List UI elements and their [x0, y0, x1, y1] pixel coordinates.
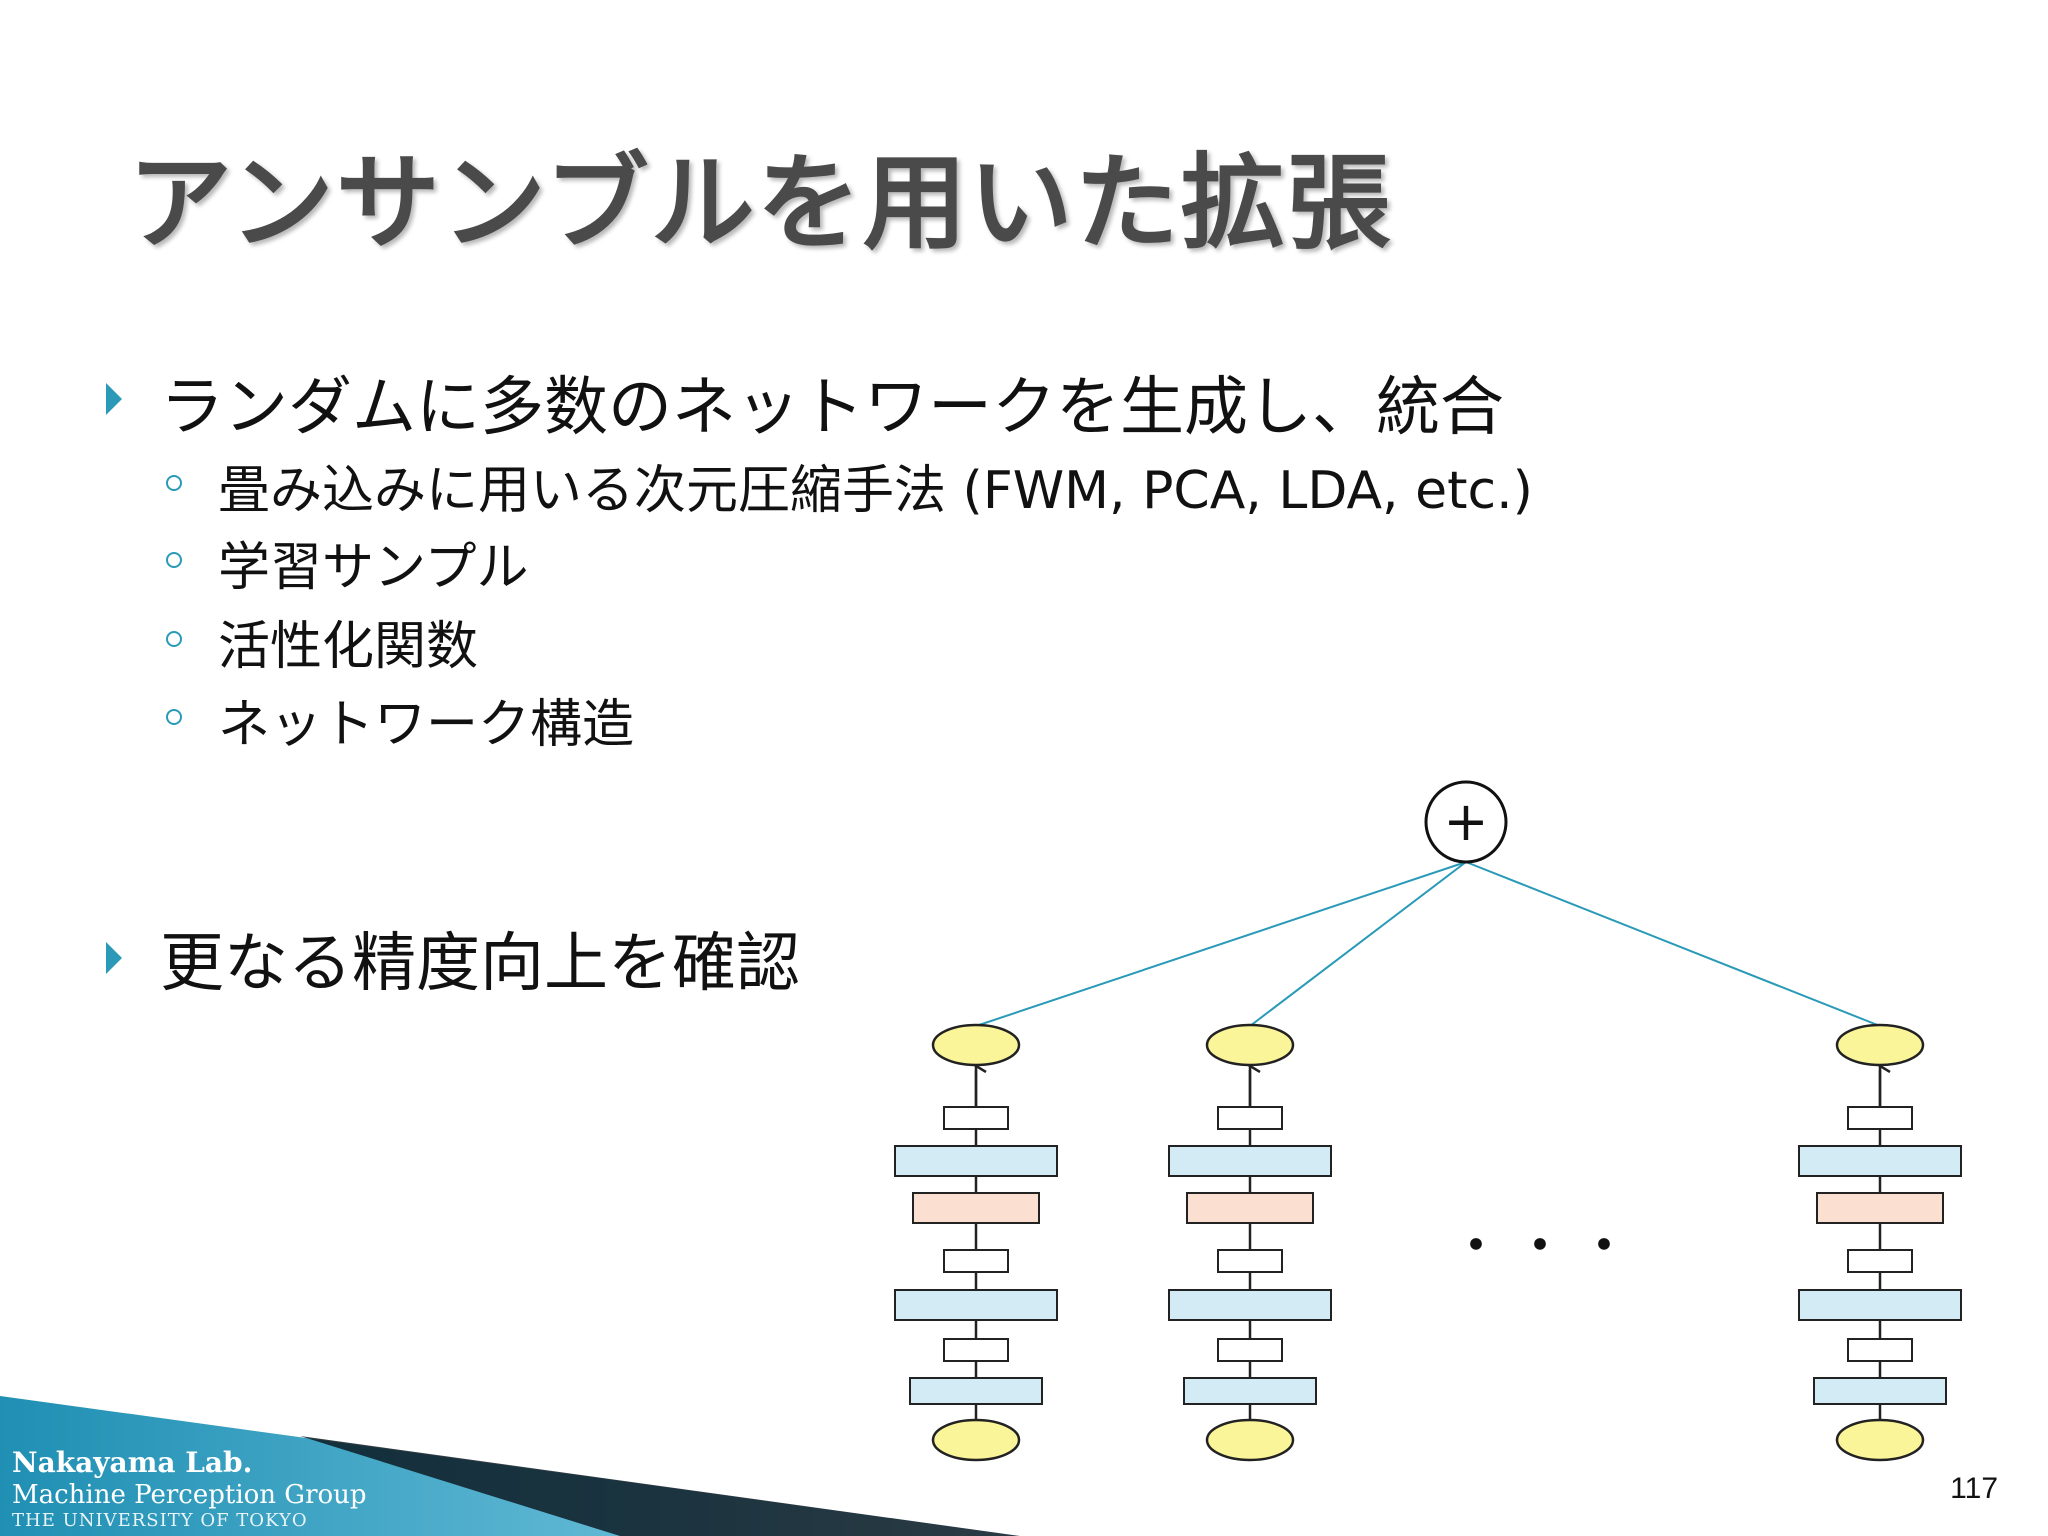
output-node [1205, 1023, 1295, 1067]
bullet-arrow-icon [106, 383, 122, 415]
combiner-edges [975, 861, 1881, 1027]
small-layer [943, 1249, 1009, 1273]
combiner-edge [975, 861, 1467, 1027]
sub-item-network-structure: ネットワーク構造 [218, 695, 635, 755]
bullet-accuracy: 更なる精度向上を確認 [160, 927, 800, 1001]
small-layer [943, 1106, 1009, 1130]
lab-university: THE UNIVERSITY OF TOKYO [12, 1510, 308, 1531]
combiner-node: + [1424, 780, 1508, 864]
output-node [931, 1023, 1021, 1067]
bullet-ensemble: ランダムに多数のネットワークを生成し、統合 [160, 371, 1504, 445]
small-layer [1217, 1106, 1283, 1130]
combiner-plus-symbol: + [1443, 790, 1488, 853]
fc-layer [1183, 1377, 1317, 1405]
bullet-arrow-icon [106, 942, 122, 974]
lab-name: Nakayama Lab. [12, 1446, 253, 1479]
conv-layer [1798, 1145, 1962, 1177]
sub-item-dimension-reduction: 畳み込みに用いる次元圧縮手法 (FWM, PCA, LDA, etc.) [218, 461, 1533, 521]
small-layer [1847, 1249, 1913, 1273]
conv-layer [894, 1145, 1058, 1177]
sub-bullet-circle-icon [166, 709, 182, 725]
pooling-layer [1186, 1192, 1314, 1224]
small-layer [943, 1338, 1009, 1362]
sub-item-activation: 活性化関数 [218, 617, 479, 677]
small-layer [1217, 1249, 1283, 1273]
conv-layer [894, 1289, 1058, 1321]
page-number: 117 [1950, 1472, 1998, 1505]
pooling-layer [912, 1192, 1040, 1224]
network-column [1168, 1023, 1332, 1462]
combiner-edge [1249, 861, 1467, 1027]
small-layer [1847, 1338, 1913, 1362]
input-node [931, 1418, 1021, 1462]
output-node [1835, 1023, 1925, 1067]
sub-bullet-circle-icon [166, 552, 182, 568]
pooling-layer [1816, 1192, 1944, 1224]
conv-layer [1798, 1289, 1962, 1321]
fc-layer [909, 1377, 1043, 1405]
input-node [1205, 1418, 1295, 1462]
small-layer [1217, 1338, 1283, 1362]
slide-title: アンサンブルを用いた拡張 [128, 142, 1393, 264]
lab-group: Machine Perception Group [12, 1480, 367, 1510]
fc-layer [1813, 1377, 1947, 1405]
sub-bullet-circle-icon [166, 475, 182, 491]
combiner-circle [1424, 780, 1508, 864]
sub-item-training-samples: 学習サンプル [218, 538, 529, 598]
network-column [1798, 1023, 1962, 1462]
diagram-ellipsis: ・・・ [1452, 1218, 1644, 1274]
input-node [1835, 1418, 1925, 1462]
sub-bullet-circle-icon [166, 631, 182, 647]
small-layer [1847, 1106, 1913, 1130]
conv-layer [1168, 1145, 1332, 1177]
combiner-edge [1465, 861, 1881, 1027]
conv-layer [1168, 1289, 1332, 1321]
network-column [894, 1023, 1058, 1462]
